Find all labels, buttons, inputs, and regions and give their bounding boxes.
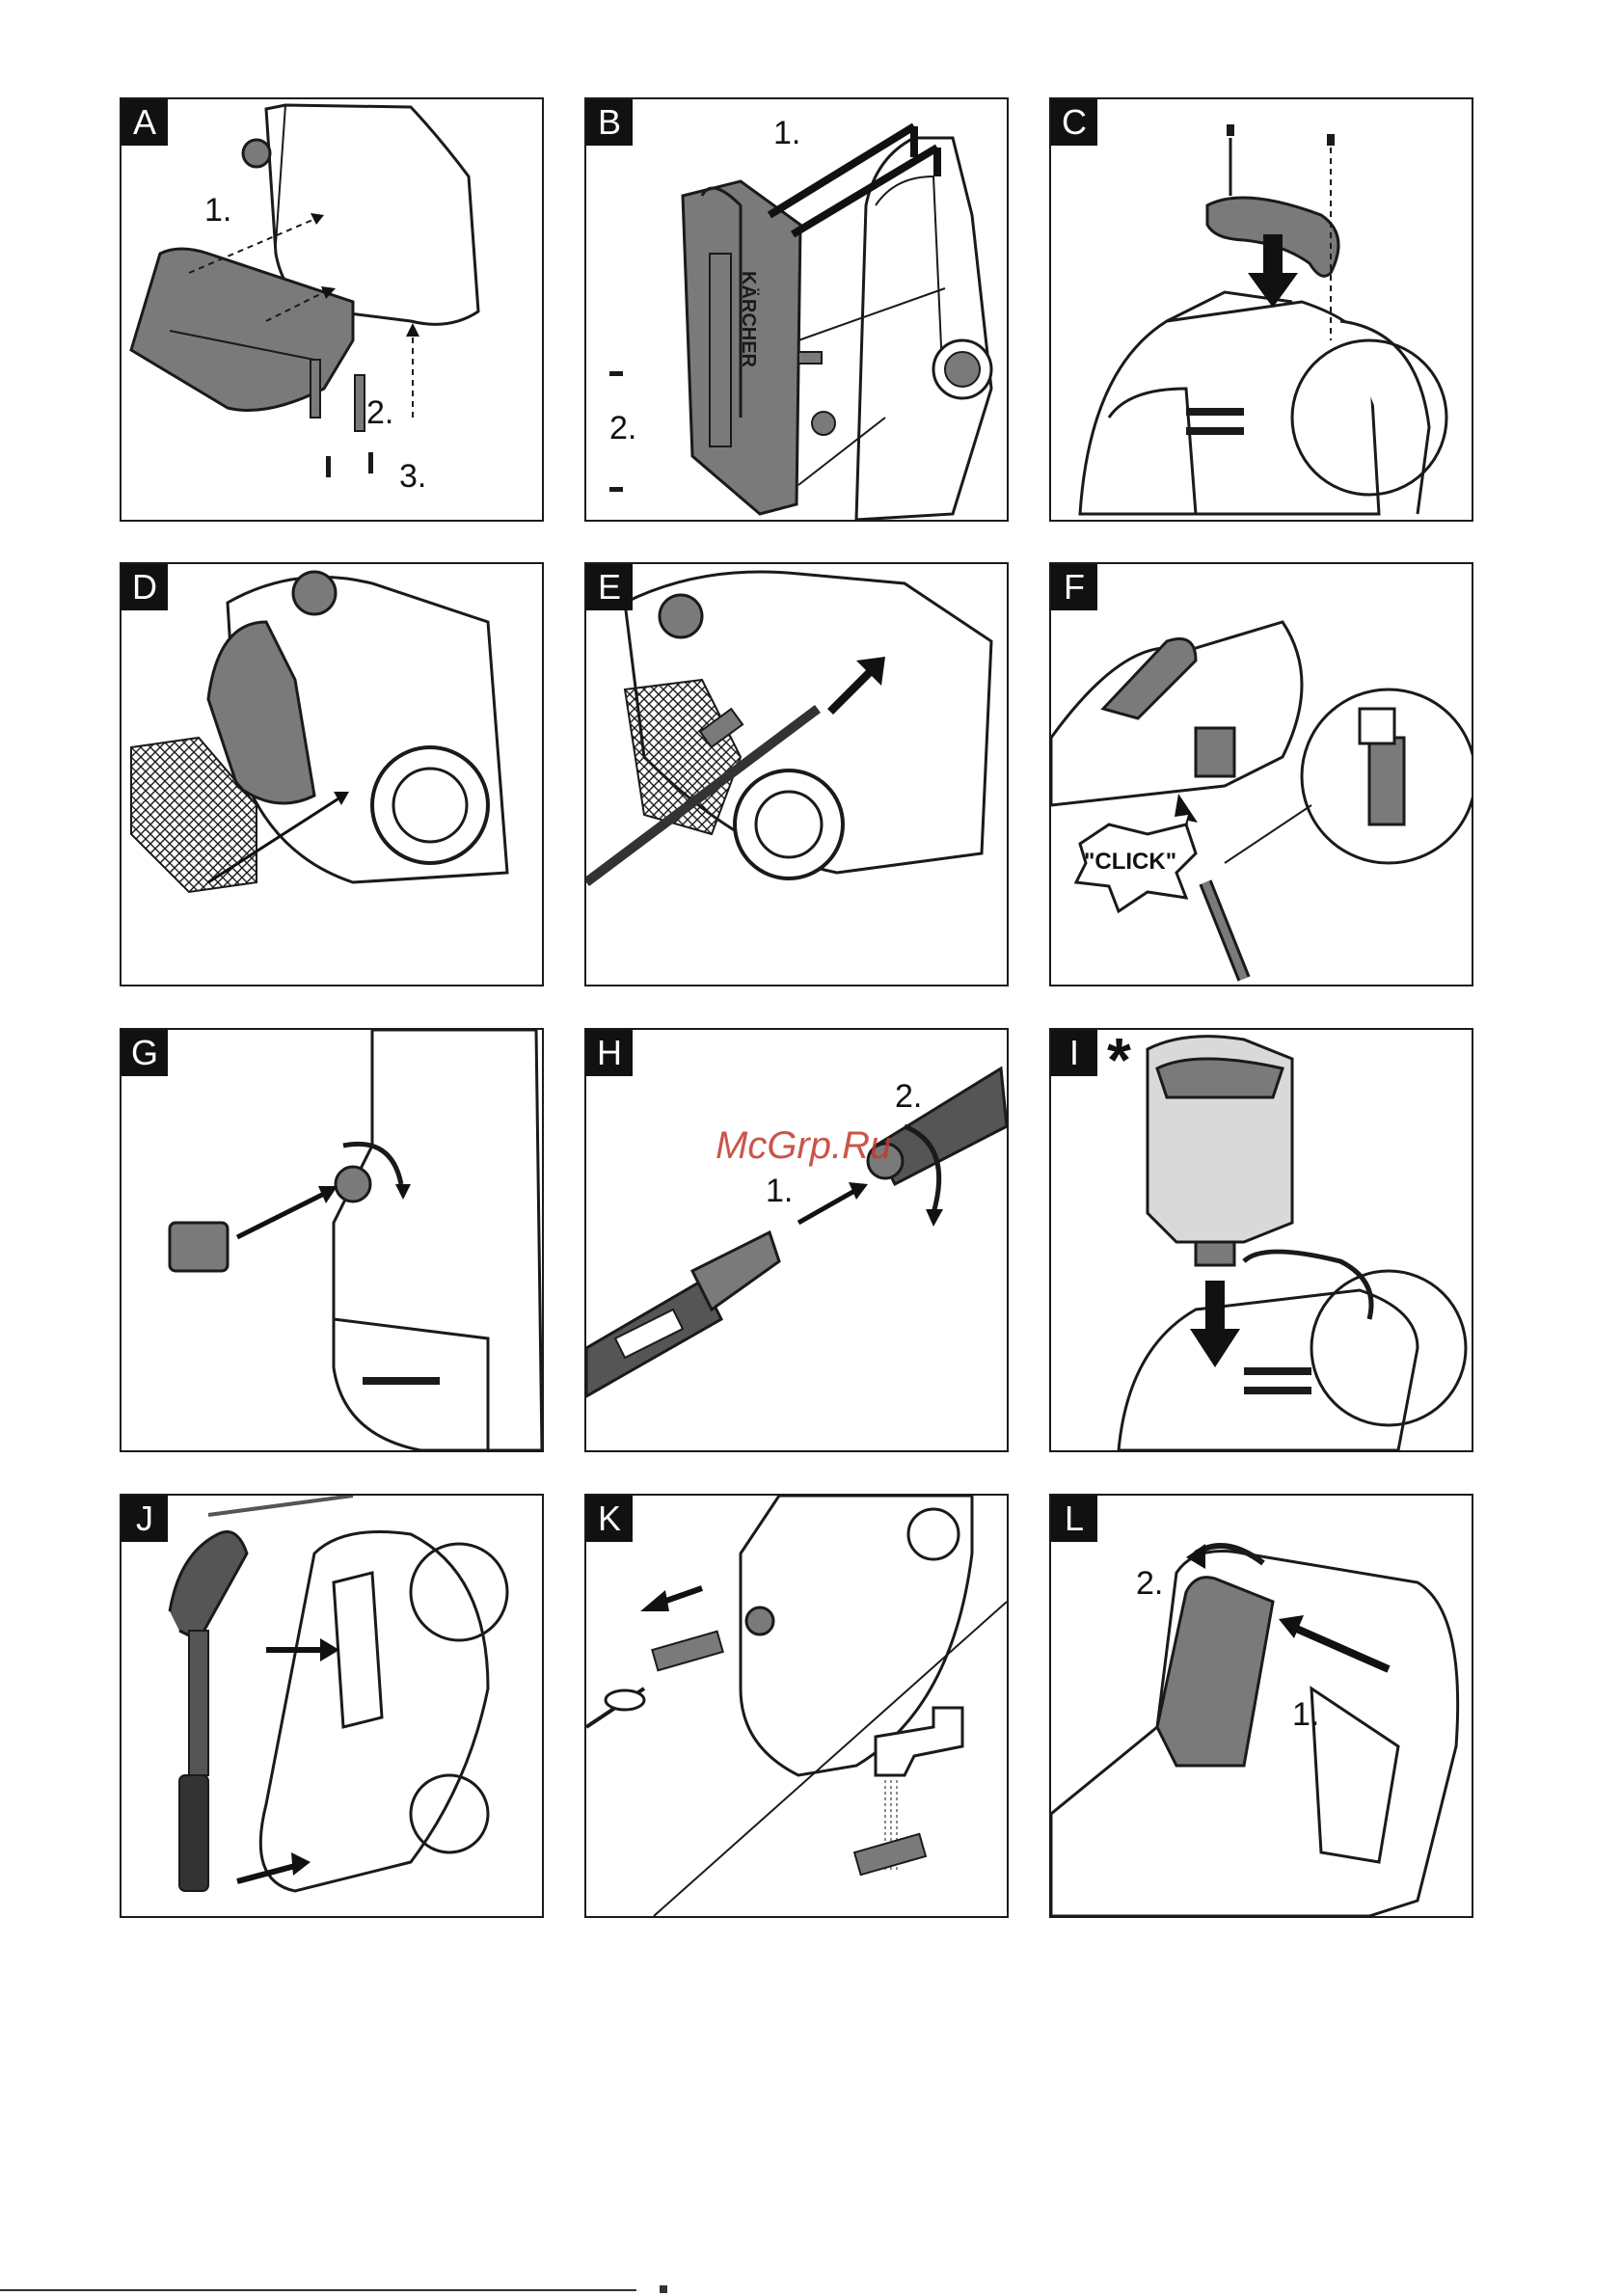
step-label: 1. — [1292, 1696, 1319, 1734]
panel-letter: A — [122, 99, 168, 146]
panel-letter: K — [586, 1496, 633, 1542]
panel-letter: B — [586, 99, 633, 146]
water-inlet-icon — [336, 1167, 370, 1202]
panel-letter: L — [1051, 1496, 1097, 1542]
screw-icon — [1327, 134, 1335, 146]
step-label: 1. — [204, 192, 231, 230]
panel-g-illustration — [122, 1030, 542, 1450]
lance-icon — [179, 1775, 208, 1891]
panel-d: D — [120, 562, 544, 986]
panel-letter: G — [122, 1030, 168, 1076]
screw-icon — [1227, 124, 1234, 136]
step-label: 2. — [609, 410, 636, 447]
panel-letter: D — [122, 564, 168, 610]
footer-mark — [660, 2285, 667, 2293]
panel-e: E — [584, 562, 1009, 986]
screw-icon — [311, 360, 320, 418]
panel-d-illustration — [122, 564, 542, 985]
panel-j: J — [120, 1494, 544, 1918]
spray-gun-icon — [170, 1532, 247, 1641]
panel-letter: C — [1051, 99, 1097, 146]
panel-letter: H — [586, 1030, 633, 1076]
panel-g: G — [120, 1028, 544, 1452]
panel-l: L 1. 2. — [1049, 1494, 1473, 1918]
click-callout: "CLICK" — [1084, 849, 1176, 875]
small-screw-icon — [368, 452, 373, 473]
screw-icon — [609, 487, 623, 492]
panel-b: KÄRCHER B 1. 2. — [584, 97, 1009, 522]
knob-icon — [243, 140, 270, 167]
panel-letter: F — [1051, 564, 1097, 610]
panel-h-illustration — [586, 1030, 1007, 1450]
strainer-icon — [652, 1632, 722, 1670]
step-label: 2. — [895, 1078, 922, 1116]
panel-i: I * — [1049, 1028, 1473, 1452]
panel-j-illustration — [122, 1496, 542, 1916]
panel-f: "CLICK" F — [1049, 562, 1473, 986]
inlet-icon — [746, 1607, 773, 1634]
panel-h: H 1. 2. — [584, 1028, 1009, 1452]
panel-f-illustration: "CLICK" — [1051, 564, 1472, 985]
small-screw-icon — [326, 456, 331, 477]
panel-k: K — [584, 1494, 1009, 1918]
panel-letter: E — [586, 564, 633, 610]
panel-k-illustration — [586, 1496, 1007, 1916]
panel-b-illustration: KÄRCHER — [586, 99, 1007, 520]
panel-letter: I — [1051, 1030, 1097, 1076]
brand-logo: KÄRCHER — [738, 271, 760, 368]
step-label: 2. — [366, 394, 393, 432]
panel-e-illustration — [586, 564, 1007, 985]
panel-a-illustration — [122, 99, 542, 520]
step-label: 1. — [773, 115, 800, 152]
step-label: 1. — [766, 1173, 793, 1210]
screw-icon — [355, 375, 365, 431]
panel-a: A 1. 2. 3. — [120, 97, 544, 522]
strainer-icon — [854, 1834, 926, 1875]
left-arrow-icon — [640, 1590, 669, 1611]
pliers-icon — [606, 1690, 644, 1710]
screw-icon — [609, 371, 623, 376]
panel-l-illustration — [1051, 1496, 1472, 1916]
footer-rule — [0, 2289, 636, 2291]
nozzle-icon — [692, 1232, 779, 1310]
watermark: McGrp.Ru — [716, 1124, 891, 1168]
knob-icon — [812, 412, 835, 435]
panel-letter: J — [122, 1496, 168, 1542]
panel-c-illustration — [1051, 99, 1472, 520]
connector-icon — [660, 595, 702, 637]
connector-icon — [293, 572, 336, 614]
step-label: 2. — [1136, 1565, 1163, 1603]
hose-coupling-icon — [170, 1223, 228, 1271]
panel-c: C — [1049, 97, 1473, 522]
optional-marker: * — [1107, 1028, 1131, 1095]
step-label: 3. — [399, 458, 426, 496]
